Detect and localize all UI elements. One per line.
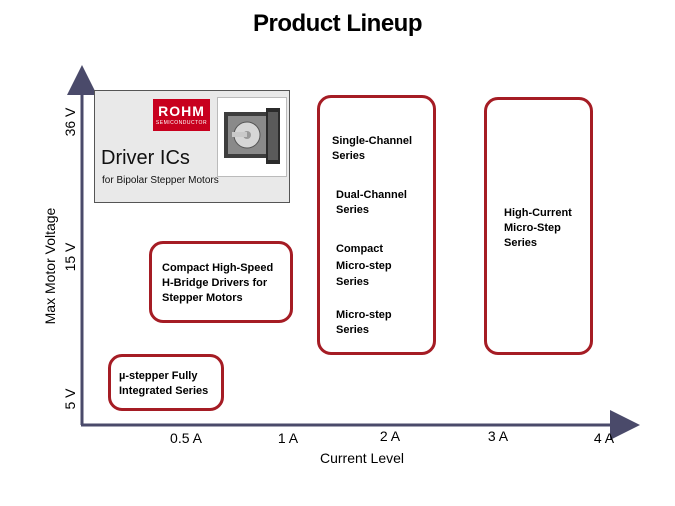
- dual-channel-line-1: Dual-Channel: [336, 189, 407, 201]
- high-current-line-2: Micro-Step: [504, 222, 561, 234]
- single-channel-series: Single-Channel Series: [332, 134, 412, 164]
- brand-subheading: for Bipolar Stepper Motors: [102, 175, 219, 186]
- compact-micro-step-line-3: Series: [336, 276, 370, 288]
- compact-hbridge-box: Compact High-Speed H-Bridge Drivers for …: [149, 241, 293, 323]
- mu-stepper-box: µ-stepper Fully Integrated Series: [108, 354, 224, 411]
- compact-micro-step-line-2: Micro-step: [336, 259, 392, 272]
- x-tick-1a: 1 A: [277, 430, 299, 446]
- micro-step-series: Micro-step Series: [336, 308, 392, 338]
- single-channel-line-1: Single-Channel: [332, 135, 413, 147]
- y-tick-36v: 36 V: [62, 107, 78, 137]
- micro-step-line-1: Micro-step: [336, 309, 392, 321]
- single-channel-line-2: Series: [332, 150, 366, 162]
- x-tick-4a: 4 A: [593, 430, 615, 446]
- page-title: Product Lineup: [253, 10, 423, 37]
- compact-hbridge-line-3: Stepper Motors: [162, 292, 243, 304]
- high-current-line-1: High-Current: [504, 207, 572, 219]
- x-tick-2a: 2 A: [379, 428, 401, 444]
- compact-hbridge-line-1: Compact High-Speed: [162, 262, 274, 274]
- stepper-motor-image: [217, 97, 287, 177]
- x-axis-label: Current Level: [319, 450, 405, 466]
- y-tick-5v: 5 V: [62, 388, 78, 410]
- driver-ics-panel: ROHM SEMICONDUCTOR Driver ICs for Bipola…: [94, 90, 290, 203]
- dual-channel-line-2: Series: [336, 204, 370, 216]
- high-current-box: High-Current Micro-Step Series: [484, 97, 593, 355]
- brand-heading: Driver ICs: [101, 147, 190, 169]
- dual-channel-series: Dual-Channel Series: [336, 188, 407, 218]
- rohm-logo-text: ROHM: [158, 103, 205, 119]
- mu-stepper-line-2: Integrated Series: [119, 385, 209, 397]
- x-tick-3a: 3 A: [487, 428, 509, 444]
- y-axis-label: Max Motor Voltage: [42, 207, 58, 325]
- compact-micro-step-line-1: Compact: [336, 243, 384, 255]
- x-tick-0-5a: 0.5 A: [170, 430, 202, 446]
- high-current-line-3: Series: [504, 237, 538, 249]
- micro-step-line-2: Series: [336, 324, 370, 336]
- mu-stepper-line-1: µ-stepper Fully: [119, 370, 198, 382]
- compact-micro-step-series: Compact Micro-step Series: [336, 241, 392, 291]
- rohm-logo-subtext: SEMICONDUCTOR: [155, 120, 208, 126]
- y-tick-15v: 15 V: [62, 242, 78, 272]
- middle-series-box: Single-Channel Series Dual-Channel Serie…: [317, 95, 436, 355]
- compact-hbridge-line-2: H-Bridge Drivers for: [162, 277, 268, 289]
- rohm-logo: ROHM SEMICONDUCTOR: [153, 99, 210, 131]
